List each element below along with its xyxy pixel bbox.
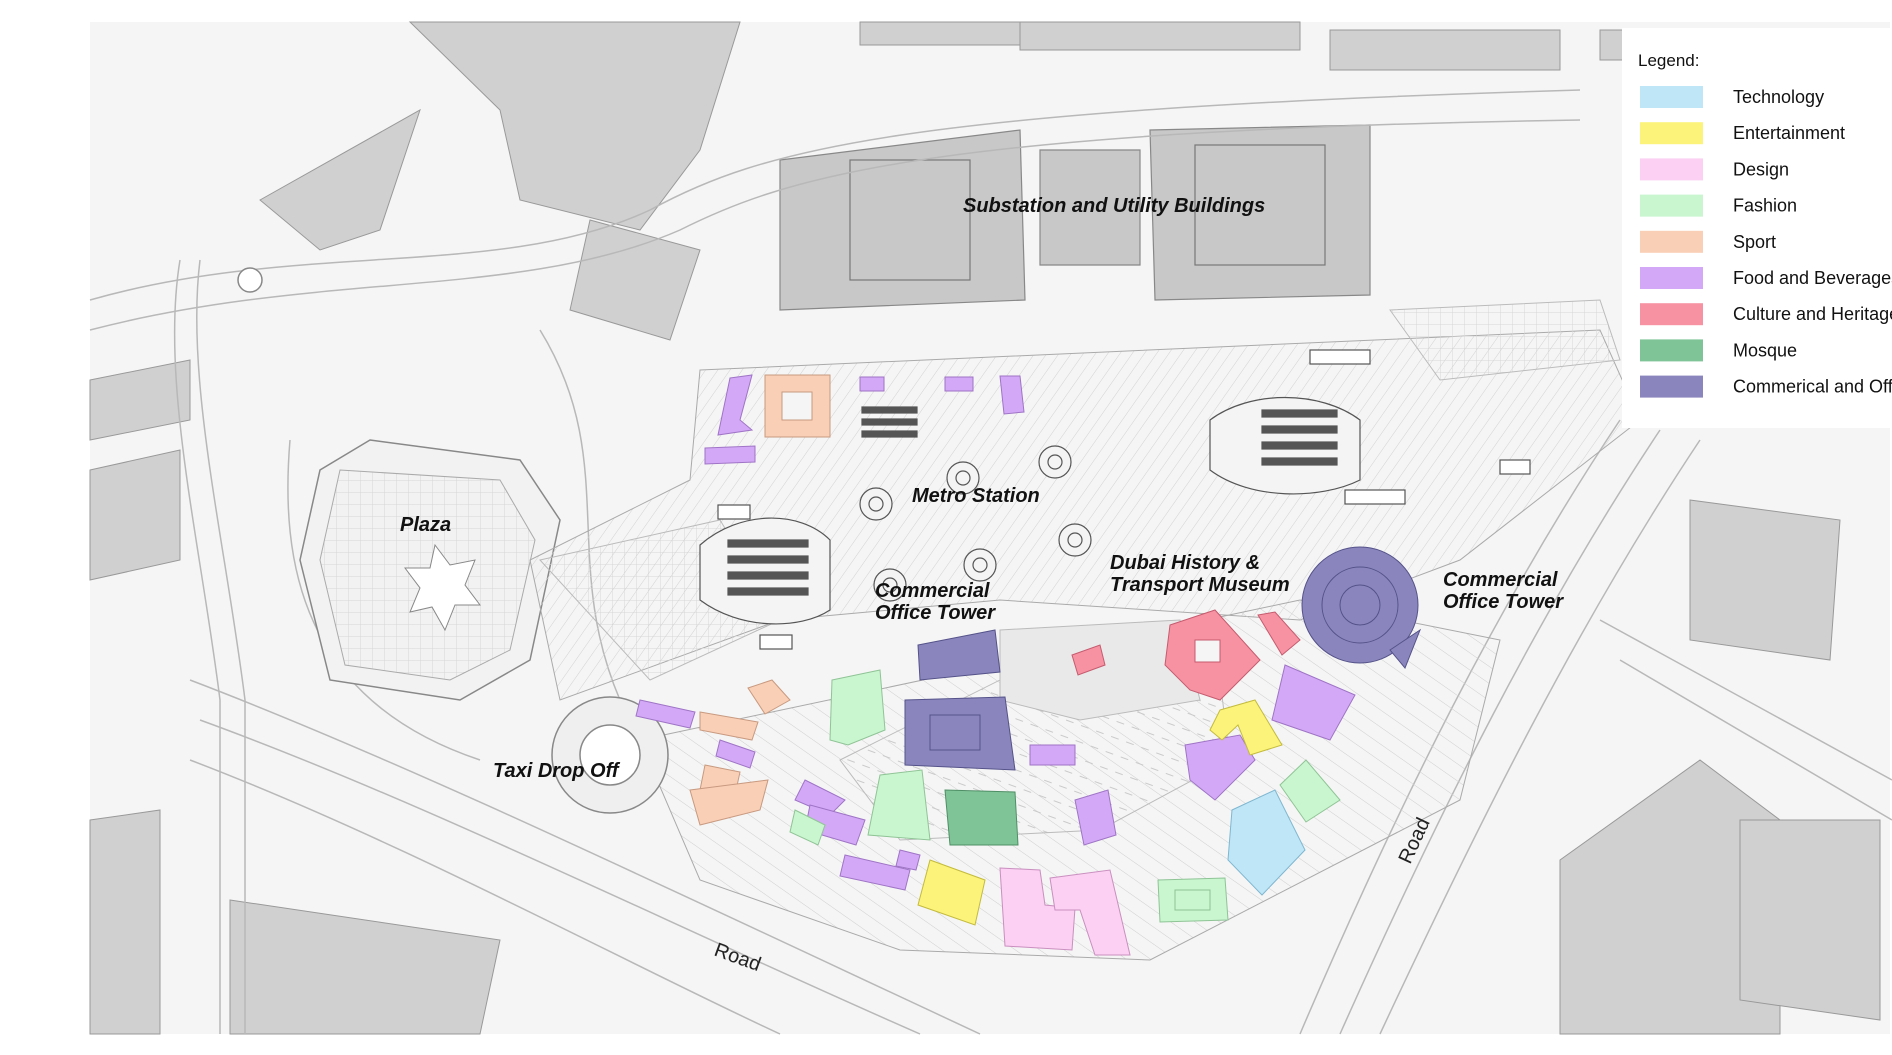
taxi-drop-off-roundabout [237,267,669,814]
metro-station-structures [699,349,1531,650]
label-commercial-office-tower-1a: Commercial [875,580,990,602]
legend-swatch-5 [1640,267,1703,289]
surrounding-buildings [89,21,1891,1035]
legend-label-1: Entertainment [1733,123,1845,143]
label-commercial-office-tower-1b: Office Tower [875,602,996,624]
legend-swatch-6 [1640,303,1703,326]
legend-label-7: Mosque [1733,340,1797,360]
zone-mosque [944,789,1019,846]
label-commercial-office-tower-2b: Office Tower [1443,591,1564,613]
legend-swatch-2 [1640,158,1703,181]
zone-fashion [789,669,1341,923]
zone-sport [689,374,831,826]
legend-label-3: Fashion [1733,196,1797,216]
legend-label-5: Food and Beverages [1733,268,1892,288]
label-museum-line1: Dubai History & [1110,552,1260,574]
zone-culture-heritage [1071,609,1301,701]
label-taxi-drop-off: Taxi Drop Off [493,760,621,782]
legend-label-6: Culture and Heritage [1733,304,1892,324]
legend: Legend: TechnologyEntertainmentDesignFas… [1622,28,1892,428]
label-metro-station: Metro Station [912,485,1040,507]
zone-entertainment [917,699,1283,926]
zone-food-beverages [635,374,1356,891]
road-network [89,89,1892,1035]
legend-swatch-0 [1640,86,1703,108]
legend-label-4: Sport [1733,232,1776,252]
legend-swatch-8 [1640,375,1703,398]
legend-swatch-1 [1640,122,1703,145]
plaza [299,439,561,701]
legend-swatch-4 [1640,230,1703,253]
label-plaza: Plaza [400,514,451,536]
legend-label-2: Design [1733,159,1789,179]
label-commercial-office-tower-2a: Commercial [1443,569,1558,591]
legend-swatch-7 [1640,339,1703,362]
label-museum-line2: Transport Museum [1110,574,1290,596]
legend-label-8: Commerical and Offi [1733,377,1892,397]
legend-swatch-3 [1640,194,1703,217]
zone-commercial-office [904,546,1422,771]
legend-items: TechnologyEntertainmentDesignFashionSpor… [1640,86,1892,398]
zone-technology [1227,789,1306,896]
zone-design [999,867,1131,956]
legend-title: Legend: [1638,51,1699,70]
label-substation: Substation and Utility Buildings [963,195,1265,217]
map-labels: Substation and Utility Buildings Plaza M… [400,195,1564,976]
legend-label-0: Technology [1733,87,1824,107]
